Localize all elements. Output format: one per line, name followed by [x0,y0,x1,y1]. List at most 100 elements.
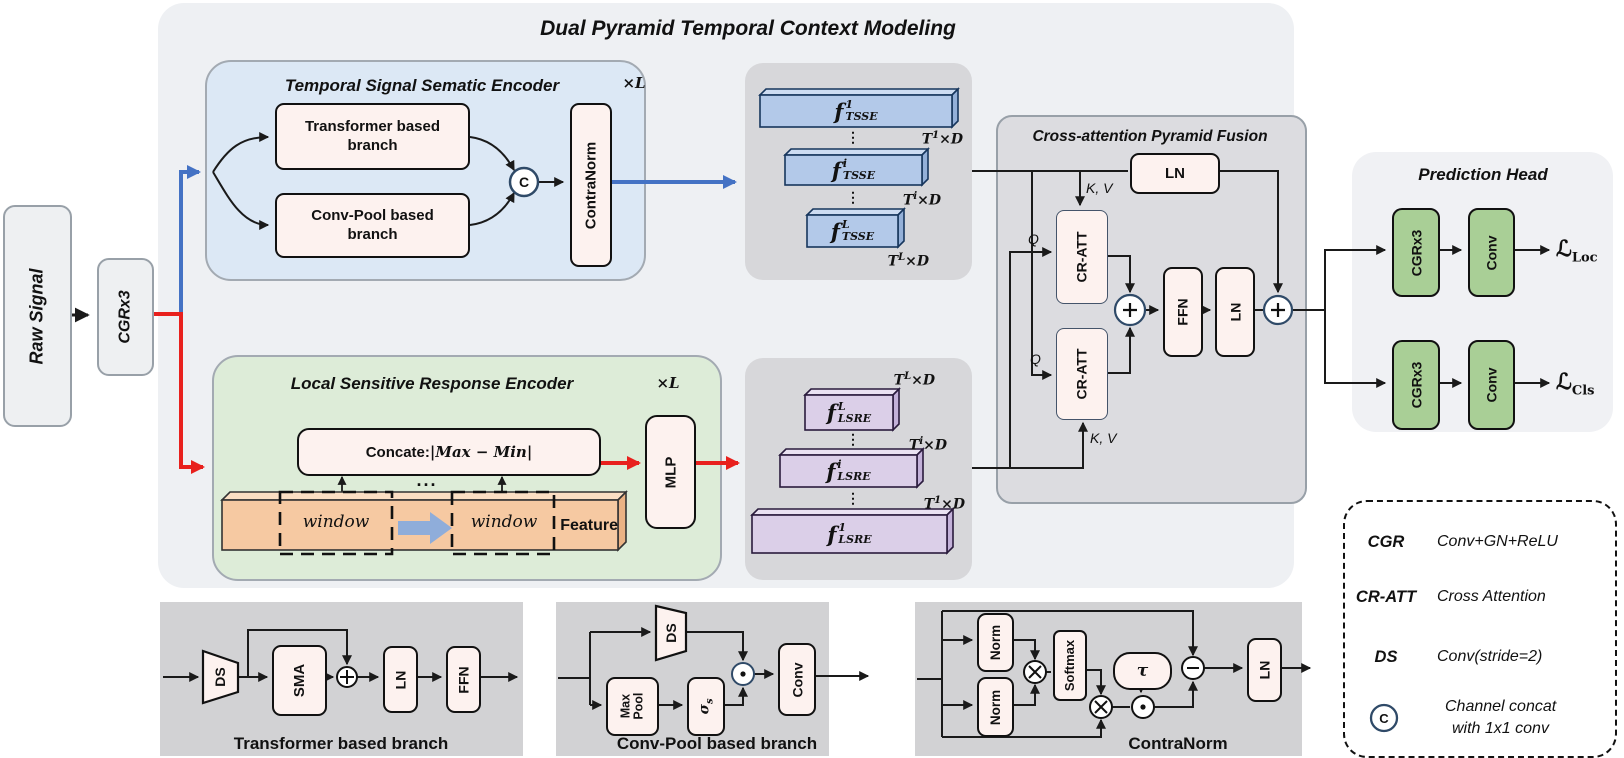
ln-label: LN [1256,660,1273,680]
pred-cgr-loc-box: CGRx3 [1392,208,1440,297]
norm-label: Norm [988,624,1004,661]
cratt-top-box: CR-ATT [1056,210,1108,304]
legend-term-ds: DS [1374,647,1398,666]
window-2-dashed [450,490,556,556]
sigma-box: σs [687,677,725,736]
lsre-dim-1: T1×D [923,495,965,513]
lsre-times-l: ×L [656,374,680,392]
tau-box: τ [1113,652,1172,690]
panel3-ln-box: LN [1247,638,1282,702]
maxpool-box: Max Pool [606,677,659,736]
blue-flow-into-tsse [179,165,201,313]
contranorm-label: ContraNorm [582,141,600,229]
concate-box: Concate: |Max − Min| [297,428,601,476]
transformer-panel-caption: Transformer based branch [233,734,449,753]
downsample-trapezoids: DS DS [201,604,688,705]
feature-bar [220,490,628,556]
feature-bar-label: Feature [560,517,618,534]
contranorm-box: ContraNorm [570,103,612,267]
ln-label: LN [1165,165,1185,182]
pred-conv-loc-box: Conv [1468,208,1515,297]
legend-term-cgr: CGR [1367,532,1405,551]
sigma-label: σs [696,698,716,715]
cratt-bottom-box: CR-ATT [1056,328,1108,420]
maxpool-label: Max Pool [618,692,646,721]
raw-signal-label: Raw Signal [27,267,47,365]
window-label-1: window [302,512,370,532]
lsre-dim-i: Ti×D [908,436,947,454]
plus-glyph [1123,303,1137,317]
legend-concat-label: C [1379,711,1389,726]
panel1-ln-box: LN [383,646,418,713]
channel-concat-label: C [519,174,529,190]
tsse-dots-2: ⋮ [846,190,860,206]
signal-flow-lines [150,165,740,474]
convpool-branch-label: Conv-Pool based branch [311,206,434,243]
conv-label: Conv [1483,235,1500,270]
q-label-top: Q [1028,231,1039,247]
fusion-ln2-box: LN [1215,267,1255,357]
fusion-ln-top-box: LN [1130,153,1220,194]
ds-trapezoid-transformer [201,649,240,705]
panel1-ffn-box: FFN [446,646,481,713]
lsre-dots-1: ⋮ [846,432,860,448]
conv-label: Conv [789,662,805,697]
raw-signal-box: Raw Signal [3,205,72,427]
channel-concat-icon [508,166,540,198]
sma-label: SMA [291,663,308,698]
norm-label: Norm [988,689,1004,725]
softmax-box: Softmax [1053,630,1087,701]
contranorm-panel-caption: ContraNorm [1128,734,1228,753]
concate-prefix: Concate: [365,443,430,461]
norm-box-2: Norm [977,677,1014,737]
legend-concat-icon [1369,703,1399,733]
tsse-times-l: ×L [622,74,646,92]
prediction-title: Prediction Head [1418,165,1548,184]
tsse-dim-l: TL×D [887,252,929,270]
convpool-branch-box: Conv-Pool based branch [275,193,470,258]
sma-box: SMA [272,645,327,716]
plus-glyph [1271,303,1285,317]
kv-label-top: K, V [1086,180,1113,196]
cratt-label: CR-ATT [1074,231,1090,283]
ffn-label: FFN [455,665,472,694]
norm-box-1: Norm [977,613,1014,672]
loss-cls-label: ℒCls [1556,369,1595,399]
cratt-label: CR-ATT [1074,348,1090,400]
transformer-branch-label: Transformer based branch [304,117,441,154]
dot-glyph [1140,704,1146,710]
legend-desc-concat-2: with 1x1 conv [1452,720,1549,737]
legend-desc-cgr: Conv+GN+ReLU [1437,533,1558,550]
tsse-dim-i: Ti×D [902,191,941,209]
softmax-label: Softmax [1062,639,1078,692]
plus-glyph [340,670,354,684]
cgr-stem-label: CGRx3 [116,290,134,344]
tsse-dim-1: T1×D [921,130,963,148]
conv-label: Conv [1483,367,1500,403]
ln-label: LN [1226,302,1243,322]
lsre-feature-bars [750,387,955,555]
convpool-panel-caption: Conv-Pool based branch [616,734,818,753]
ffn-box: FFN [1163,267,1203,357]
tsse-dots-1: ⋮ [846,130,860,146]
lsre-dim-l: TL×D [893,371,935,389]
q-label-bottom: Q [1030,351,1041,367]
tau-label: τ [1136,661,1149,681]
slide-arrow-icon [398,512,452,544]
cgr-stem-box: CGRx3 [97,258,154,376]
times-glyph [1094,700,1108,714]
legend-term-cratt: CR-ATT [1355,587,1417,606]
diagram-title: Dual Pyramid Temporal Context Modeling [540,17,956,40]
window-ellipsis: ... [416,469,438,490]
lsre-title: Local Sensitive Response Encoder [290,374,574,393]
fusion-title: Cross-attention Pyramid Fusion [1032,128,1268,145]
cgr-label: CGRx3 [1408,361,1424,409]
legend-desc-ds: Conv(stride=2) [1437,648,1543,665]
